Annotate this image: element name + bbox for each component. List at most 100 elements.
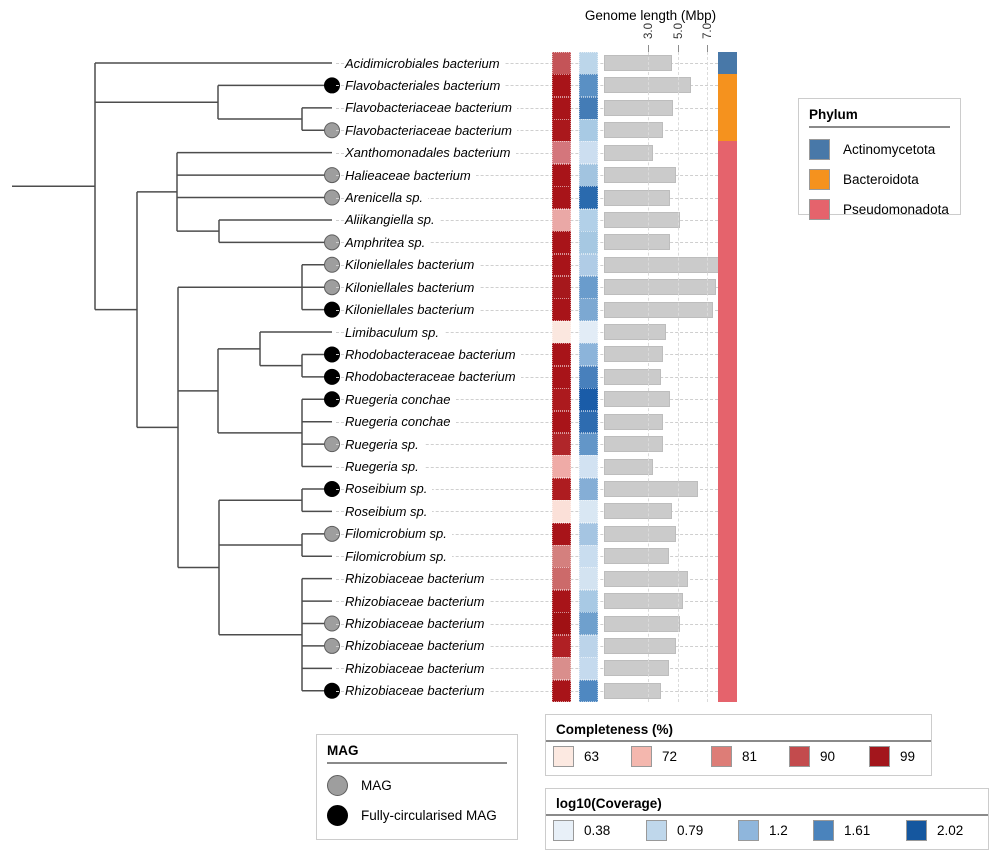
- taxon-label: Rhizobiaceae bacterium: [345, 683, 490, 700]
- mag-legend: MAG MAG Fully-circularised MAG: [316, 734, 518, 840]
- phylum-strip-cell: [718, 96, 737, 120]
- completeness-cell: [552, 343, 571, 367]
- taxon-label: Amphritea sp.: [345, 234, 431, 251]
- coverage-cell: [579, 612, 598, 636]
- completeness-cell: [552, 634, 571, 658]
- mag-circle-icon: [327, 774, 348, 796]
- phylum-strip-cell: [718, 186, 737, 210]
- completeness-cell: [552, 589, 571, 613]
- taxon-label: Acidimicrobiales bacterium: [345, 55, 505, 72]
- gridline: [677, 52, 679, 702]
- legend-item-label: 81: [742, 749, 758, 764]
- coverage-cell: [579, 432, 598, 456]
- axis-tick: [706, 45, 708, 52]
- taxon-label: Rhizobiaceae bacterium: [345, 660, 490, 677]
- phylum-strip-cell: [718, 679, 737, 703]
- genome-length-bar: [604, 368, 662, 385]
- tip-align-dashes: [336, 690, 718, 692]
- taxon-label: Roseibium sp.: [345, 503, 433, 520]
- completeness-cell: [552, 320, 571, 344]
- taxon-label: Rhodobacteraceae bacterium: [345, 369, 521, 386]
- legend-item-label: Fully-circularised MAG: [361, 807, 497, 823]
- phylum-strip-cell: [718, 253, 737, 277]
- axis-tick-label: 3.0: [643, 23, 656, 39]
- scale-swatch-icon: [553, 820, 574, 841]
- taxon-label: Xanthomonadales bacterium: [345, 145, 516, 162]
- phylum-strip-cell: [718, 500, 737, 524]
- genome-length-bar: [604, 167, 677, 184]
- legend-separator: [809, 126, 950, 128]
- tip-align-dashes: [336, 444, 718, 446]
- coverage-cell: [579, 657, 598, 681]
- tip-align-dashes: [336, 332, 718, 334]
- taxon-label: Rhodobacteraceae bacterium: [345, 346, 521, 363]
- phylum-strip-cell: [718, 141, 737, 165]
- scale-swatch-icon: [631, 746, 652, 767]
- phylum-strip-cell: [718, 163, 737, 187]
- legend-item: 2.02: [906, 820, 963, 841]
- tip-align-dashes: [336, 533, 718, 535]
- legend-item: 1.61: [813, 820, 870, 841]
- taxon-label: Ruegeria conchae: [345, 391, 456, 408]
- completeness-cell: [552, 186, 571, 210]
- coverage-cell: [579, 51, 598, 75]
- tip-align-dashes: [336, 242, 718, 244]
- scale-swatch-icon: [789, 746, 810, 767]
- taxon-label: Flavobacteriaceae bacterium: [345, 100, 517, 117]
- coverage-cell: [579, 388, 598, 411]
- genome-length-bar: [604, 346, 663, 363]
- tip-align-dashes: [336, 197, 718, 199]
- phylum-strip-cell: [718, 410, 737, 434]
- coverage-cell: [579, 186, 598, 210]
- genome-length-bar: [604, 391, 671, 408]
- taxon-label: Aliikangiella sp.: [345, 212, 440, 229]
- genome-length-bar: [604, 570, 688, 587]
- scale-swatch-icon: [646, 820, 667, 841]
- genome-length-bar: [604, 55, 672, 71]
- tip-align-dashes: [336, 152, 718, 154]
- legend-item: 1.2: [738, 820, 788, 841]
- completeness-cell: [552, 612, 571, 636]
- taxon-label: Rhizobiaceae bacterium: [345, 571, 490, 588]
- axis-tick-label: 5.0: [672, 23, 685, 39]
- phylum-strip-cell: [718, 522, 737, 546]
- tip-align-dashes: [336, 556, 718, 558]
- completeness-cell: [552, 253, 571, 277]
- genome-length-bar: [604, 548, 669, 565]
- legend-separator: [546, 740, 931, 742]
- completeness-cell: [552, 679, 571, 703]
- genome-length-bar: [604, 144, 653, 161]
- taxon-label: Roseibium sp.: [345, 481, 433, 498]
- taxon-label: Kiloniellales bacterium: [345, 302, 480, 319]
- taxon-label: Rhizobiaceae bacterium: [345, 638, 490, 655]
- coverage-cell: [579, 320, 598, 344]
- tip-align-dashes: [336, 175, 718, 177]
- completeness-cell: [552, 410, 571, 434]
- tip-align-dashes: [336, 466, 718, 468]
- coverage-cell: [579, 163, 598, 187]
- coverage-cell: [579, 679, 598, 703]
- legend-separator: [327, 762, 507, 764]
- coverage-cell: [579, 477, 598, 501]
- mag-legend-items: MAG Fully-circularised MAG: [317, 764, 517, 834]
- coverage-cell: [579, 365, 598, 389]
- completeness-cell: [552, 432, 571, 456]
- legend-item: Pseudomonadota: [809, 194, 950, 224]
- genome-length-bar: [604, 413, 663, 430]
- completeness-legend-title: Completeness (%): [556, 722, 674, 737]
- legend-item-label: MAG: [361, 777, 392, 793]
- scale-swatch-icon: [711, 746, 732, 767]
- taxon-label: Rhizobiaceae bacterium: [345, 593, 490, 610]
- genome-length-bar: [604, 279, 716, 296]
- taxon-label: Ruegeria conchae: [345, 414, 456, 431]
- legend-item: 81: [711, 746, 757, 767]
- coverage-cell: [579, 410, 598, 434]
- coverage-cell: [579, 545, 598, 568]
- tip-align-dashes: [336, 376, 718, 378]
- coverage-cell: [579, 96, 598, 120]
- genome-length-bar: [604, 615, 681, 632]
- legend-item: Actinomycetota: [809, 134, 950, 164]
- taxon-label: Flavobacteriales bacterium: [345, 77, 506, 94]
